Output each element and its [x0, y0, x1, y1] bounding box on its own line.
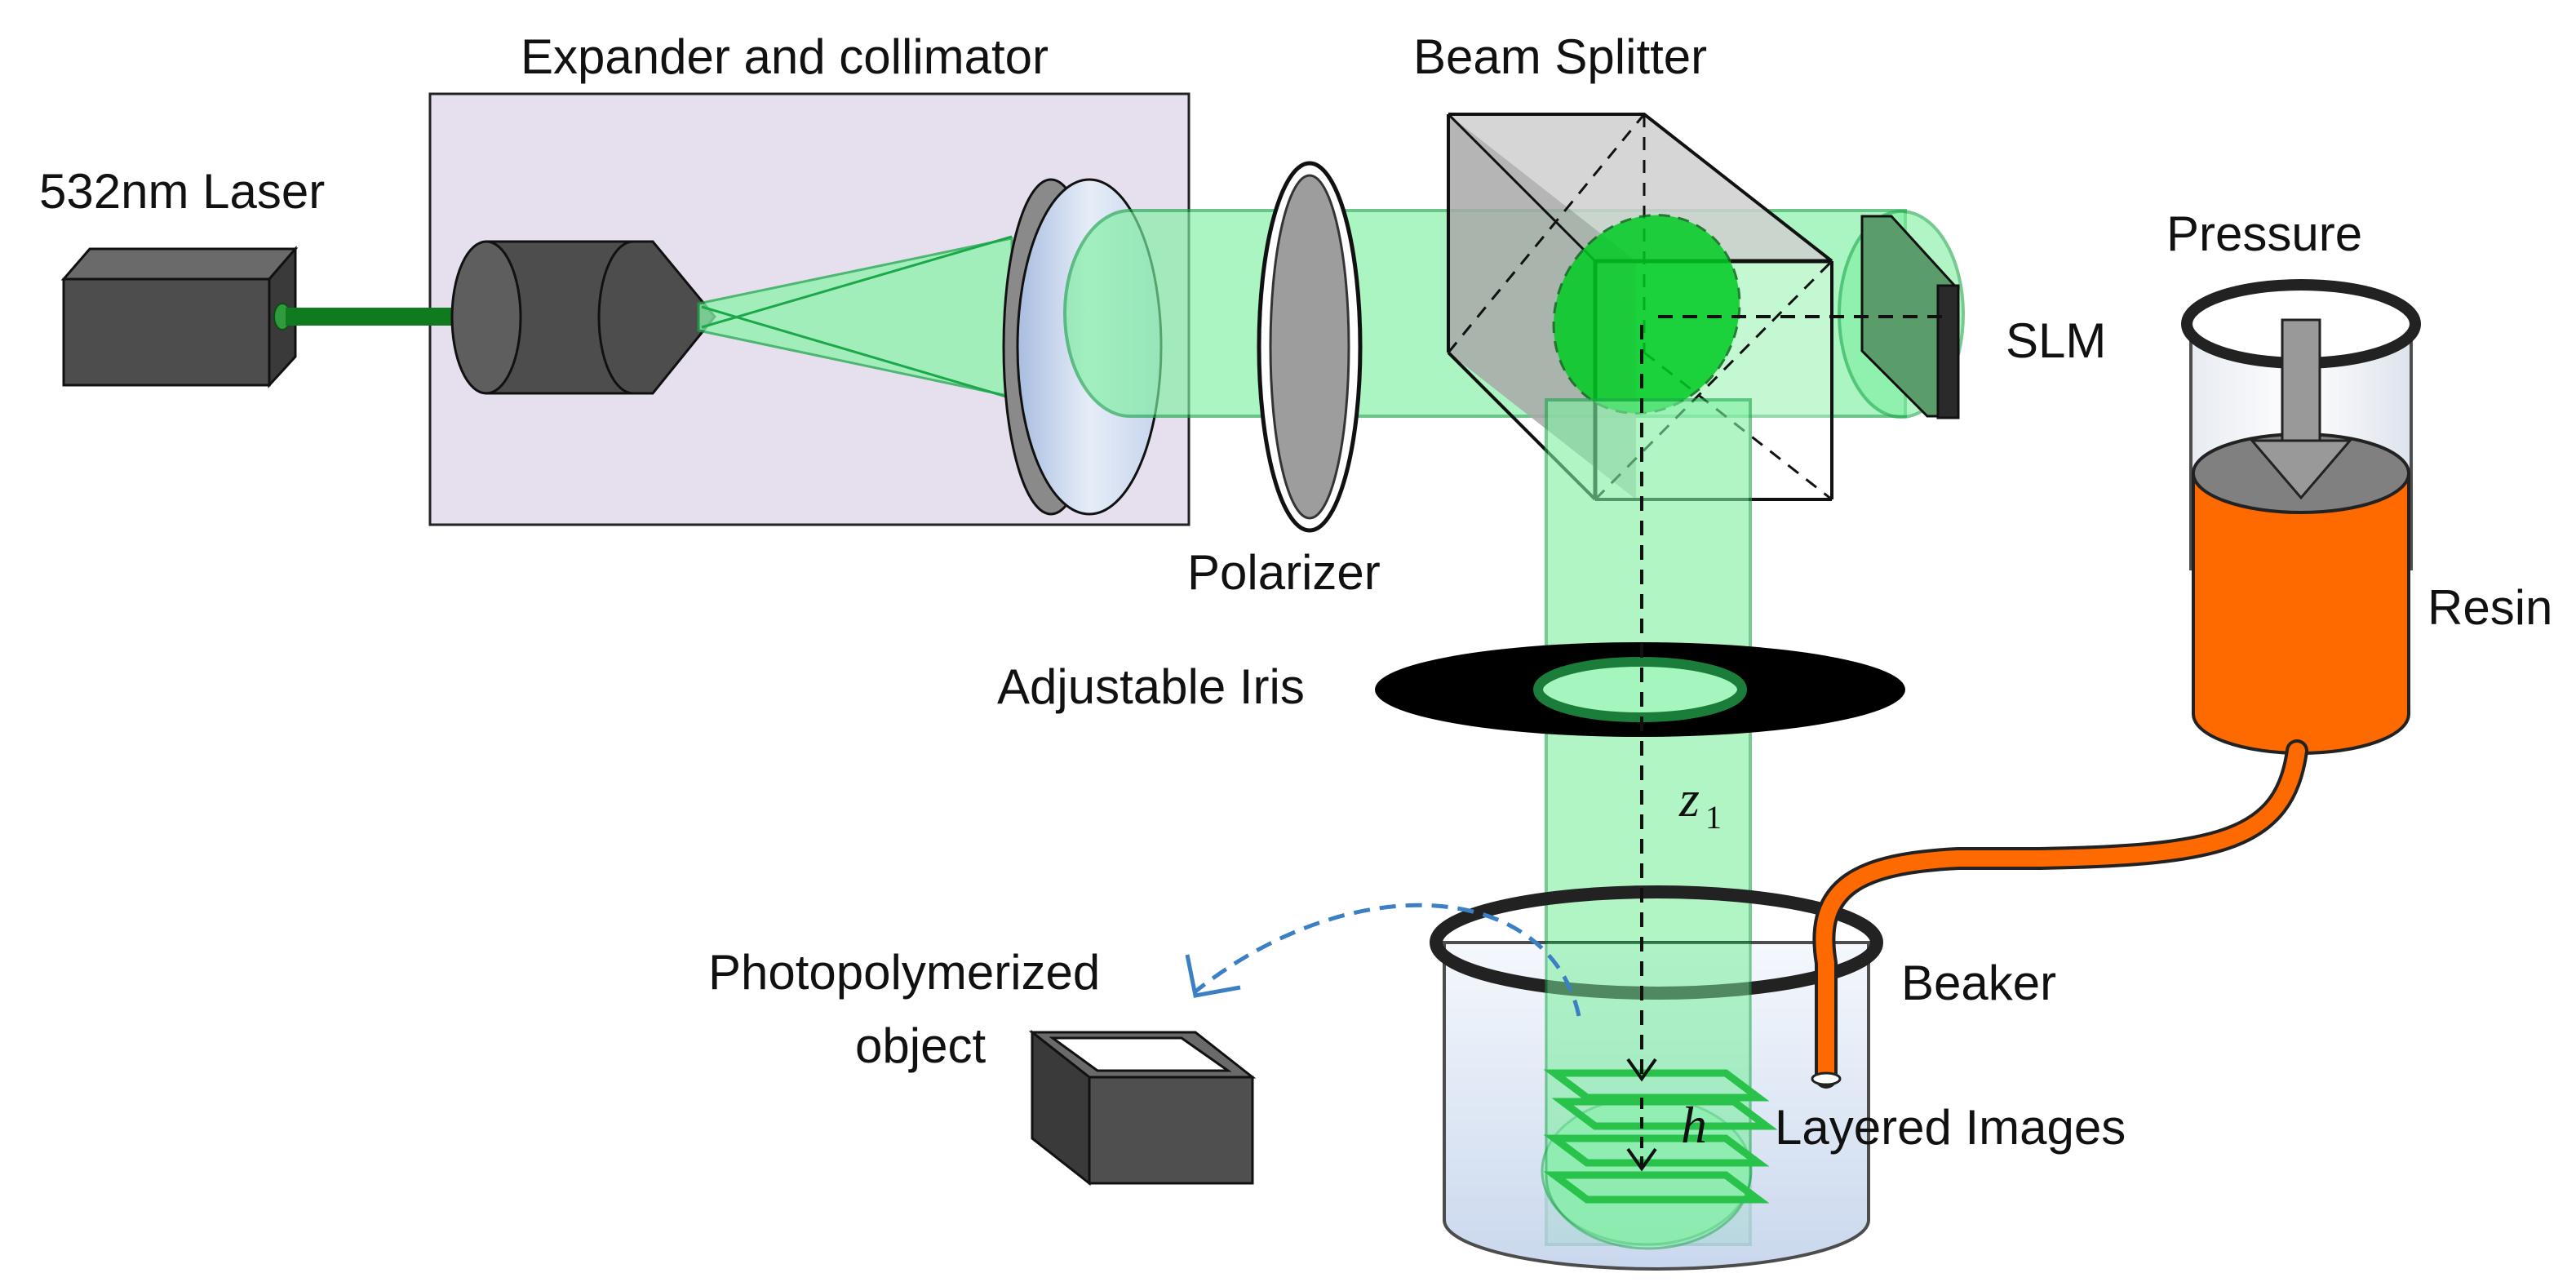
transfer-dashed-arrow: [1194, 903, 1581, 1017]
iris-label: Adjustable Iris: [997, 659, 1305, 714]
layered-images: [1543, 1069, 1778, 1204]
h-symbol: h: [1681, 1096, 1707, 1154]
slm-label: SLM: [2006, 313, 2106, 368]
resin-label: Resin: [2427, 580, 2552, 635]
beam-splitter-label: Beam Splitter: [1413, 29, 1707, 84]
z1-symbol: z: [1678, 770, 1700, 827]
polarizer-label: Polarizer: [1187, 545, 1381, 600]
laser-label: 532nm Laser: [39, 164, 325, 219]
photopolymerized-object: [1028, 1029, 1257, 1187]
resin-tube: [1812, 739, 2308, 1089]
z1-subscript: 1: [1705, 799, 1722, 836]
pressure-label: Pressure: [2166, 206, 2362, 261]
laser-beam: [286, 308, 453, 326]
slm-device: [1838, 210, 1965, 419]
photopolymerized-label-line1: Photopolymerized: [708, 945, 1100, 1000]
adjustable-iris: [1375, 642, 1905, 737]
polarizer: [1257, 161, 1363, 533]
expander-label: Expander and collimator: [521, 29, 1049, 84]
beaker-label: Beaker: [1901, 956, 2056, 1010]
resin-reservoir: [2181, 279, 2421, 755]
photopolymerized-label-line2: object: [855, 1018, 986, 1073]
layered-images-label: Layered Images: [1775, 1100, 2126, 1155]
objective-lens: [450, 240, 716, 395]
laser-source: [60, 245, 299, 388]
